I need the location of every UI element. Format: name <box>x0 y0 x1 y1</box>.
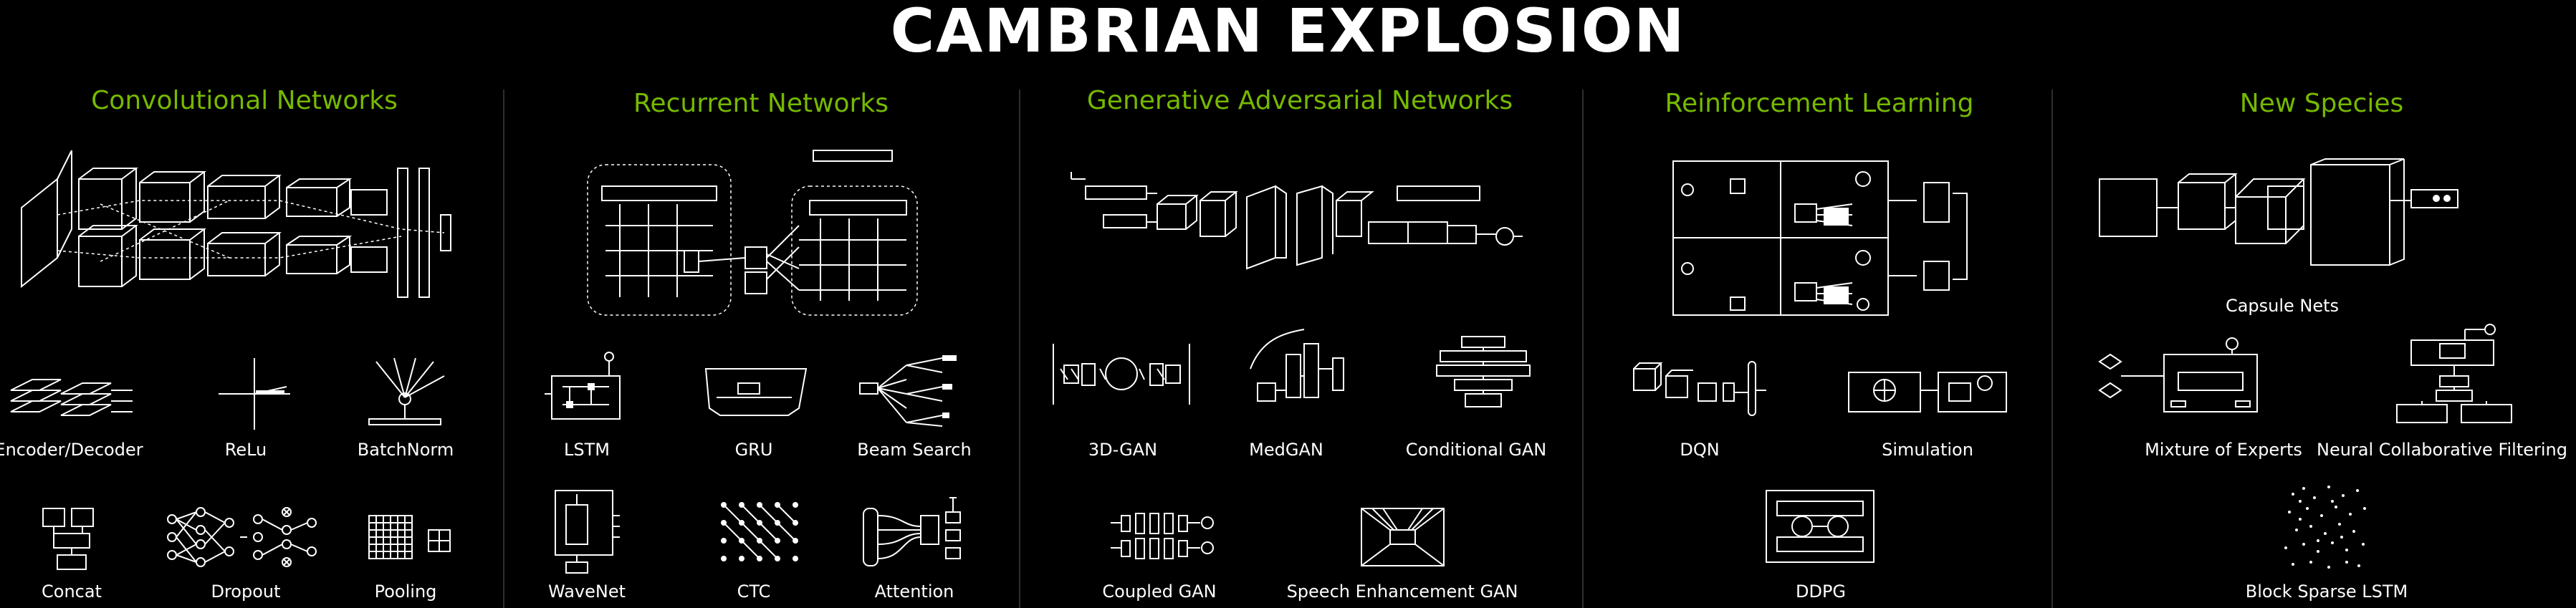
rl-architecture-diagram <box>1670 158 1971 319</box>
rnn-architecture-diagram <box>584 147 921 333</box>
heading-new-species: New Species <box>2239 89 2404 118</box>
label-beam-search: Beam Search <box>857 440 972 460</box>
label-ddpg: DDPG <box>1795 582 1847 602</box>
heading-reinforcement-learning: Reinforcement Learning <box>1665 89 1974 118</box>
section-divider <box>2051 90 2053 608</box>
label-pooling: Pooling <box>374 582 437 602</box>
label-lstm: LSTM <box>564 440 610 460</box>
block-sparse-lstm-diagram <box>2284 486 2366 569</box>
label-3d-gan: 3D-GAN <box>1088 440 1158 460</box>
section-divider <box>1582 90 1584 608</box>
medgan-diagram <box>1247 326 1351 408</box>
conditional-gan-diagram <box>1433 333 1533 412</box>
batchnorm-diagram <box>362 354 448 433</box>
heading-convolutional-networks: Convolutional Networks <box>91 86 398 115</box>
pooling-diagram <box>365 512 451 562</box>
label-speech-enhancement-gan: Speech Enhancement GAN <box>1286 582 1518 602</box>
attention-diagram <box>860 494 967 573</box>
capsule-nets-diagram <box>2096 158 2469 279</box>
ctc-diagram <box>721 502 798 561</box>
slide-title: CAMBRIAN EXPLOSION <box>890 0 1686 66</box>
label-wavenet: WaveNet <box>548 582 626 602</box>
section-divider <box>503 90 504 608</box>
label-dqn: DQN <box>1680 440 1720 460</box>
label-medgan: MedGAN <box>1249 440 1323 460</box>
label-encoder-decoder: Encoder/Decoder <box>0 440 143 460</box>
heading-generative-adversarial-networks: Generative Adversarial Networks <box>1086 86 1513 115</box>
label-relu: ReLu <box>224 440 267 460</box>
heading-recurrent-networks: Recurrent Networks <box>633 89 889 118</box>
gru-diagram <box>699 365 813 419</box>
label-attention: Attention <box>874 582 954 602</box>
label-batchnorm: BatchNorm <box>357 440 454 460</box>
label-conditional-gan: Conditional GAN <box>1405 440 1547 460</box>
mixture-of-experts-diagram <box>2092 333 2264 423</box>
dqn-diagram <box>1627 358 1770 423</box>
neural-collaborative-filtering-diagram <box>2393 322 2515 430</box>
section-divider <box>1019 90 1020 608</box>
label-gru: GRU <box>734 440 773 460</box>
concat-diagram <box>39 501 104 573</box>
label-mixture-of-experts: Mixture of Experts <box>2145 440 2302 460</box>
label-block-sparse-lstm: Block Sparse LSTM <box>2245 582 2408 602</box>
label-dropout: Dropout <box>211 582 281 602</box>
simulation-diagram <box>1845 365 2010 419</box>
dropout-diagram <box>161 505 319 569</box>
label-capsule-nets: Capsule Nets <box>2225 296 2340 316</box>
ddpg-diagram <box>1763 487 1877 566</box>
3d-gan-diagram <box>1050 337 1193 412</box>
encoder-decoder-diagram <box>7 372 136 430</box>
cnn-architecture-diagram <box>14 150 466 315</box>
label-simulation: Simulation <box>1882 440 1973 460</box>
label-ctc: CTC <box>737 582 771 602</box>
lstm-diagram <box>541 351 627 430</box>
beam-search-diagram <box>856 355 957 430</box>
relu-graph <box>211 358 297 430</box>
label-coupled-gan: Coupled GAN <box>1102 582 1217 602</box>
wavenet-diagram <box>552 487 623 576</box>
label-neural-collaborative-filtering: Neural Collaborative Filtering <box>2316 440 2568 460</box>
label-concat: Concat <box>42 582 102 602</box>
coupled-gan-diagram <box>1107 505 1222 566</box>
speech-enhancement-gan-diagram <box>1358 505 1447 569</box>
gan-architecture-diagram <box>1068 168 1526 272</box>
